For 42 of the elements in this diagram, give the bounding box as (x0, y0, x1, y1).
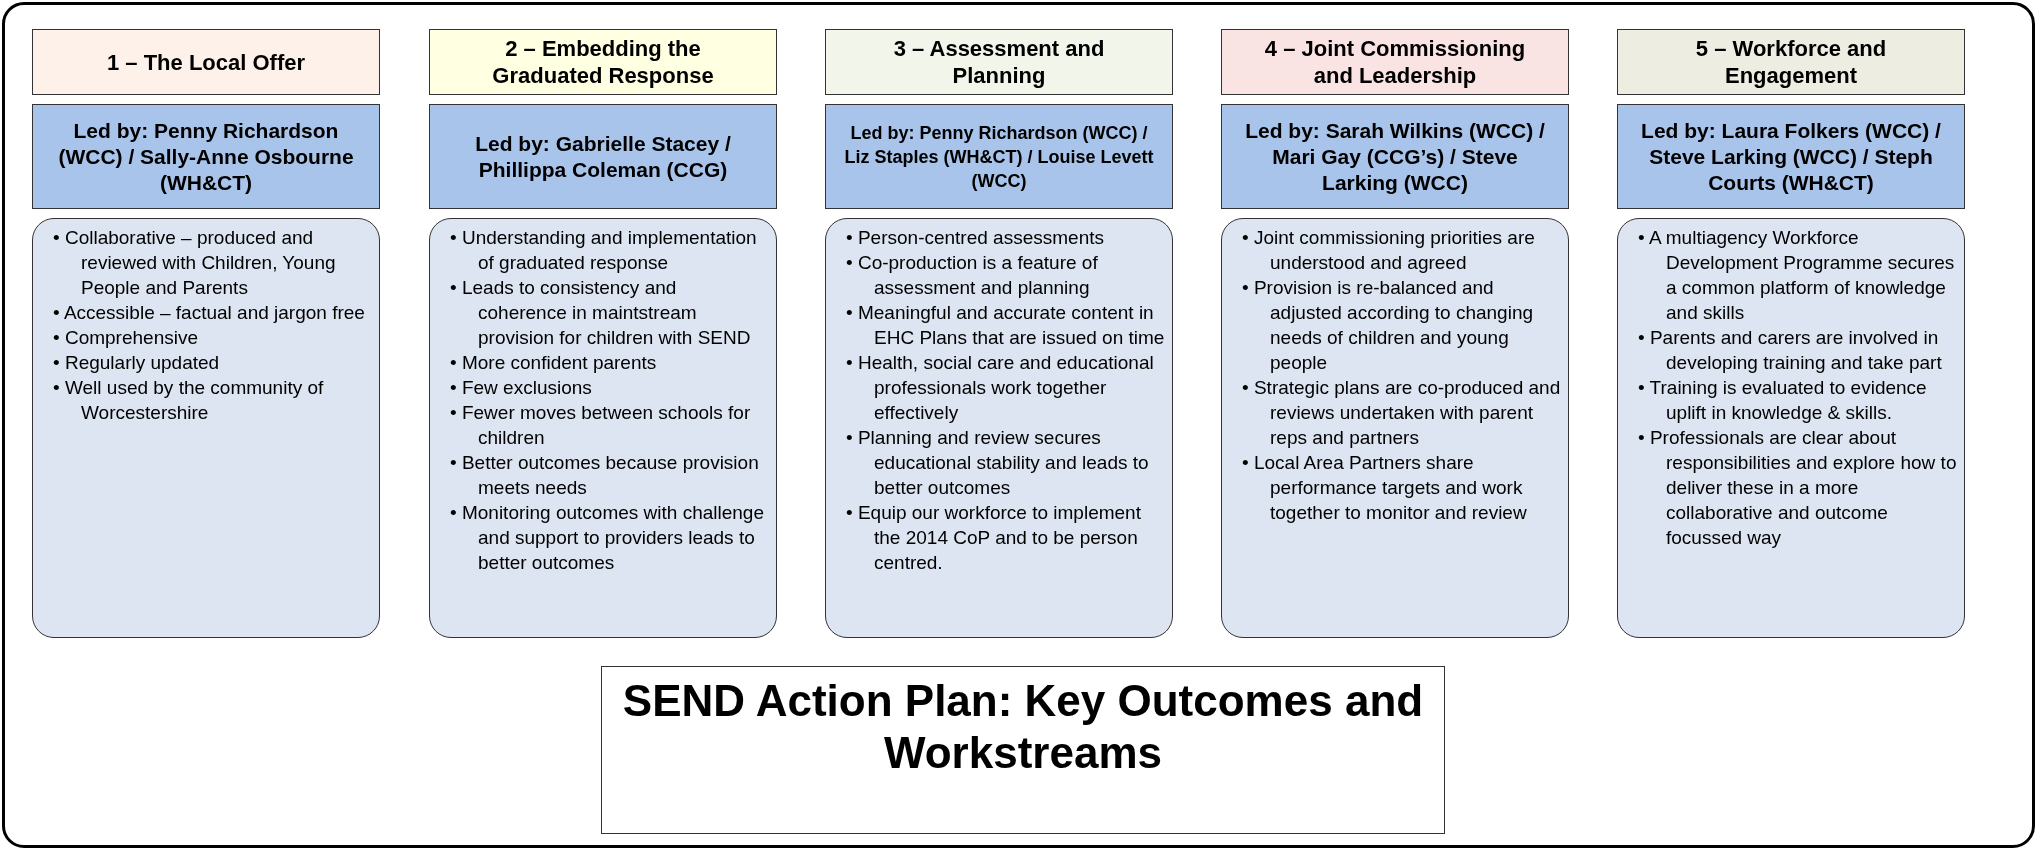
bullet-item: • Regularly updated (53, 351, 221, 375)
bullet-item: • Comprehensive (53, 326, 199, 350)
bullet-item: • Meaningful and accurate content in EHC Plans that are issued on time (846, 301, 1166, 350)
bullet-item: • Local Area Partners share performance targets and work together to monitor and review (1242, 451, 1528, 525)
lead-box: Led by: Penny Richardson (WCC) / Sally-Anne Osbourne (WH&CT) (32, 104, 380, 209)
bullet-item: • Person-centred assessments (846, 226, 1105, 250)
workstream-header: 1 – The Local Offer (32, 29, 380, 95)
outcomes-card (1617, 218, 1965, 638)
workstream-header: 4 – Joint Commissioning and Leadership (1221, 29, 1569, 95)
outcomes-card (1221, 218, 1569, 638)
lead-box: Led by: Gabrielle Stacey / Phillippa Coleman (CCG) (429, 104, 777, 209)
bullet-item: • Provision is re-balanced and adjusted according to changing needs of children and young people (1242, 276, 1535, 375)
bullet-item: • Planning and review secures educational stability and leads to better outcomes (846, 426, 1150, 500)
workstream-header: 2 – Embedding the Graduated Response (429, 29, 777, 95)
bullet-item: • Joint commissioning priorities are understood and agreed (1242, 226, 1536, 275)
bullet-item: • Fewer moves between schools for children (450, 401, 752, 450)
bullet-item: • More confident parents (450, 351, 658, 375)
lead-box: Led by: Laura Folkers (WCC) / Steve Larking (WCC) / Steph Courts (WH&CT) (1617, 104, 1965, 209)
bullet-item: • Accessible – factual and jargon free (53, 301, 366, 325)
bullet-item: • Co-production is a feature of assessment and planning (846, 251, 1099, 300)
bullet-item: • Leads to consistency and coherence in maintstream provision for children with SEND (450, 276, 752, 350)
bullet-item: • Few exclusions (450, 376, 593, 400)
bullet-item: • A multiagency Workforce Development Programme secures a common platform of knowledge and skills (1638, 226, 1956, 325)
diagram-title: SEND Action Plan: Key Outcomes and Workstreams (601, 666, 1445, 834)
bullet-item: • Professionals are clear about responsibilities and explore how to deliver these in a more collaborative and outcome focussed way (1638, 426, 1958, 550)
bullet-item: • Better outcomes because provision meets needs (450, 451, 760, 500)
bullet-item: • Parents and carers are involved in developing training and take part (1638, 326, 1943, 375)
outcomes-card (32, 218, 380, 638)
bullet-item: • Understanding and implementation of graduated response (450, 226, 758, 275)
lead-box: Led by: Sarah Wilkins (WCC) / Mari Gay (CCG’s) / Steve Larking (WCC) (1221, 104, 1569, 209)
bullet-item: • Strategic plans are co-produced and reviews undertaken with parent reps and partners (1242, 376, 1562, 450)
bullet-item: • Well used by the community of Worcestershire (53, 376, 325, 425)
outcomes-card (825, 218, 1173, 638)
bullet-item: • Monitoring outcomes with challenge and support to providers leads to better outcomes (450, 501, 765, 575)
bullet-item: • Collaborative – produced and reviewed with Children, Young People and Parents (53, 226, 337, 300)
workstream-header: 5 – Workforce and Engagement (1617, 29, 1965, 95)
bullet-item: • Training is evaluated to evidence uplift in knowledge & skills. (1638, 376, 1928, 425)
bullet-item: • Health, social care and educational professionals work together effectively (846, 351, 1155, 425)
workstream-header: 3 – Assessment and Planning (825, 29, 1173, 95)
outcomes-card (429, 218, 777, 638)
bullet-item: • Equip our workforce to implement the 2014 CoP and to be person centred. (846, 501, 1142, 575)
lead-box: Led by: Penny Richardson (WCC) / Liz Staples (WH&CT) / Louise Levett (WCC) (825, 104, 1173, 209)
